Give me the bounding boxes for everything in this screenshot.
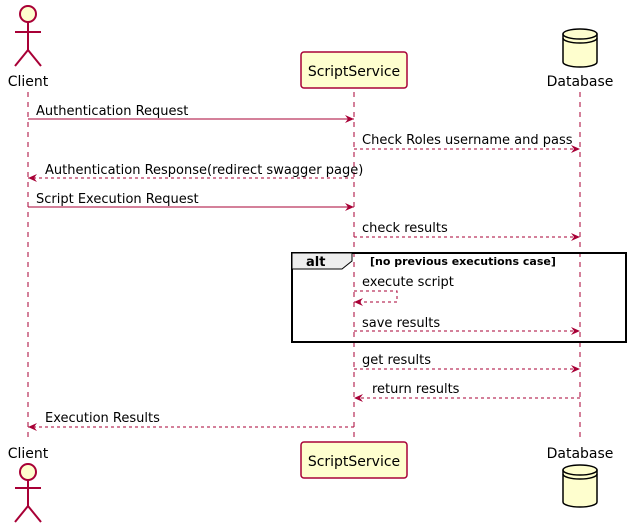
- msg-label-4: Script Execution Request: [36, 192, 199, 207]
- msg-line-6: [354, 290, 398, 306]
- msg-label-2: Check Roles username and pass: [362, 133, 573, 148]
- msg-label-7: save results: [362, 316, 440, 331]
- database-label-top: Database: [547, 74, 614, 90]
- database-icon-bottom: [562, 464, 598, 508]
- client-actor-top: [14, 5, 42, 67]
- database-label-bottom: Database: [547, 446, 614, 462]
- msg-label-9: return results: [372, 382, 460, 397]
- script-service-label-bottom: ScriptService: [308, 454, 400, 470]
- alt-keyword: alt: [306, 255, 325, 270]
- client-actor-bottom: [14, 463, 42, 523]
- database-icon-top: [562, 28, 598, 68]
- msg-label-3: Authentication Response(redirect swagger…: [45, 163, 363, 178]
- alt-fragment: [291, 252, 627, 343]
- script-service-label-top: ScriptService: [308, 64, 400, 80]
- alt-condition: [no previous executions case]: [370, 255, 556, 268]
- msg-label-10: Execution Results: [45, 411, 160, 426]
- msg-label-5: check results: [362, 221, 448, 236]
- script-service-box-top: [300, 51, 408, 89]
- client-label-bottom: Client: [8, 446, 49, 462]
- msg-label-8: get results: [362, 353, 431, 368]
- msg-label-6: execute script: [362, 275, 454, 290]
- script-service-box-bottom: [300, 441, 408, 479]
- msg-label-1: Authentication Request: [36, 104, 188, 119]
- client-label-top: Client: [8, 74, 49, 90]
